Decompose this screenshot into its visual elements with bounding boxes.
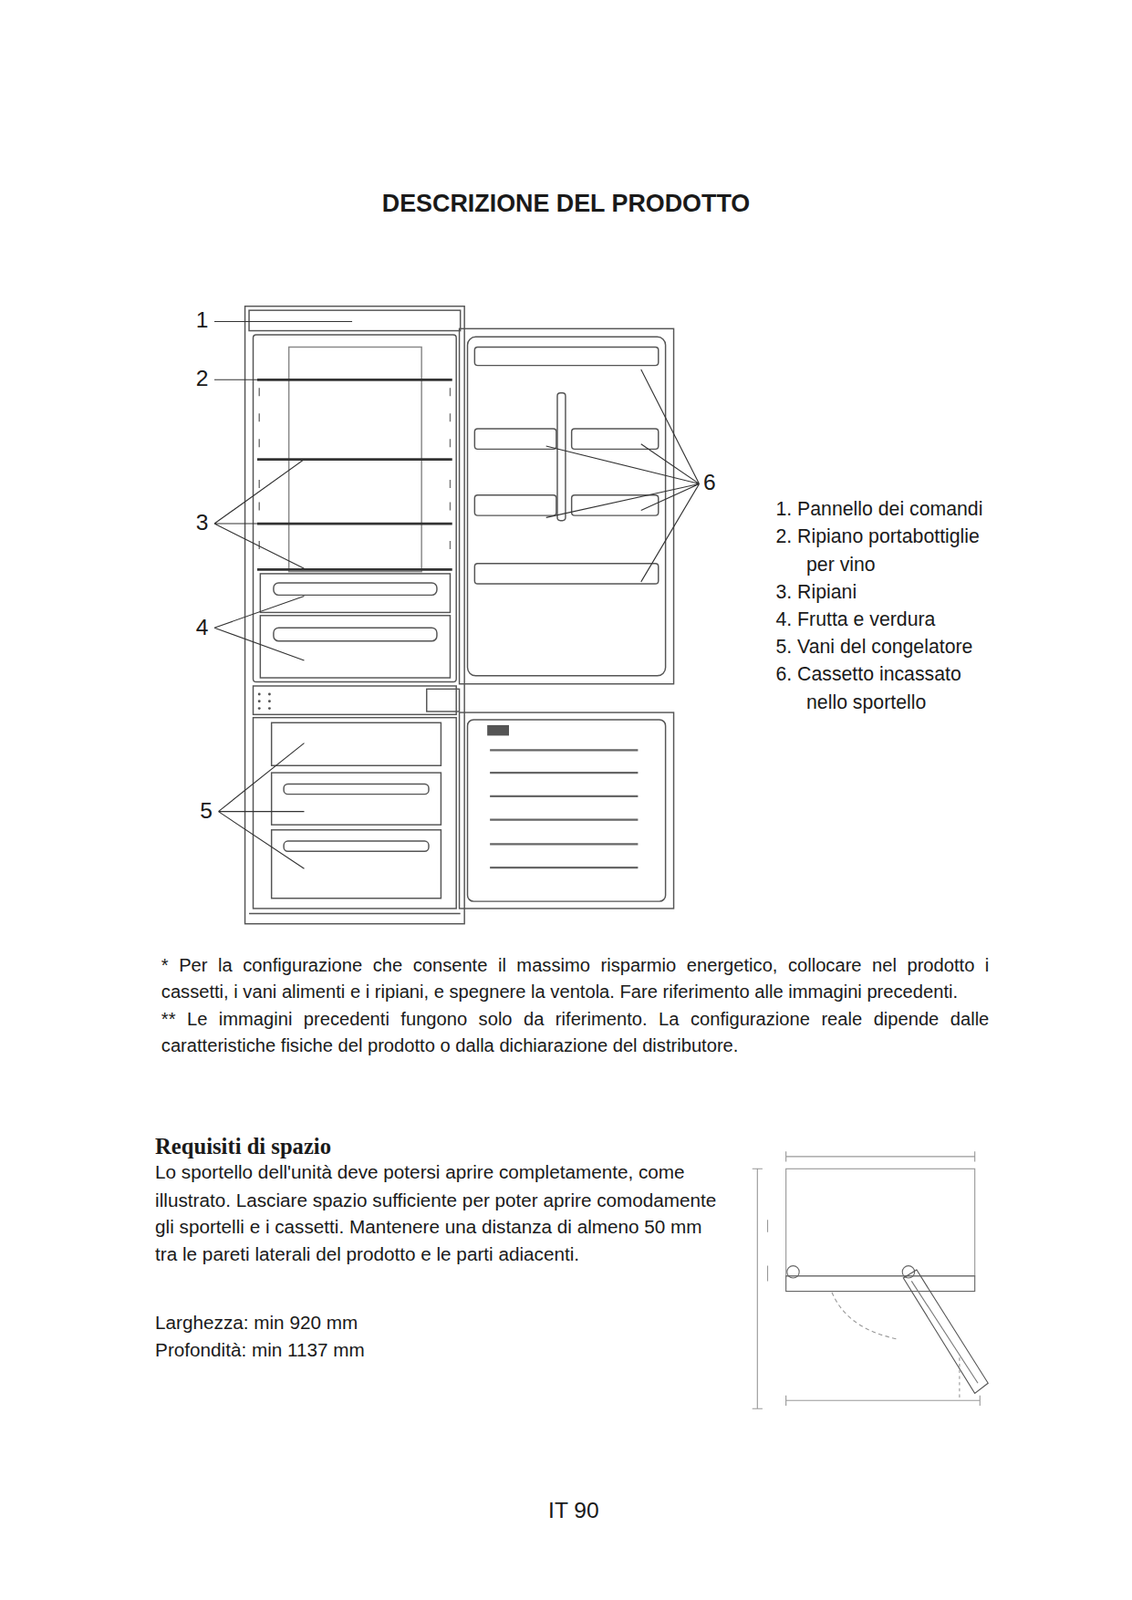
fridge-compartment <box>253 334 457 682</box>
drawer-handle <box>273 627 437 642</box>
dot <box>258 692 261 696</box>
door-liner <box>467 719 666 902</box>
page-title: DESCRIZIONE DEL PRODOTTO <box>0 188 1132 218</box>
callout-number: 3 <box>196 510 209 536</box>
dot <box>258 706 261 710</box>
crisper-drawer <box>259 573 450 613</box>
divider-dots <box>258 692 271 710</box>
leader-line <box>546 369 700 582</box>
drawer-handle <box>283 841 429 852</box>
bottle-holder <box>557 393 566 521</box>
door-liner <box>467 336 666 676</box>
callout-number: 4 <box>196 615 209 641</box>
freezer-drawer <box>271 772 442 825</box>
footnote: * Per la configurazione che consente il … <box>161 952 990 1006</box>
crisper-drawer <box>259 615 450 678</box>
part-name: 1. Pannello dei comandi <box>775 495 985 523</box>
leader-lines <box>214 321 700 869</box>
part-name: 4. Frutta e verdura <box>775 605 985 634</box>
callout-number: 2 <box>196 366 209 392</box>
leader-line <box>218 743 304 870</box>
hinge-block <box>426 688 460 712</box>
dot <box>268 692 271 696</box>
leader-line <box>214 596 304 661</box>
space-requirements: Requisiti di spazioLo sportello dell'uni… <box>155 1132 727 1364</box>
dashed-guide <box>958 1357 960 1401</box>
footnote: ** Le immagini precedenti fungono solo d… <box>161 1005 990 1059</box>
parts-list: 1. Pannello dei comandi2. Ripiano portab… <box>775 495 985 717</box>
part-name: 3. Ripiani <box>775 577 985 605</box>
leader-line <box>214 321 353 322</box>
dot <box>268 699 271 703</box>
cabinet-plan <box>786 1168 976 1276</box>
shelf-supports <box>259 387 450 550</box>
dimension-line <box>752 1168 769 1409</box>
dimension-line <box>786 1151 976 1162</box>
notes: * Per la configurazione che consente il … <box>161 952 990 1059</box>
freezer-compartment <box>253 717 457 909</box>
shelves <box>257 379 453 570</box>
leader-line <box>214 459 304 570</box>
plan-drawing <box>752 1151 988 1409</box>
fridge-door <box>459 328 675 684</box>
part-name: 6. Cassetto incassato nello sportello <box>775 660 985 716</box>
leader-line <box>214 379 307 381</box>
door-plan <box>786 1276 976 1292</box>
freezer-drawer <box>271 722 442 766</box>
page-number: IT 90 <box>471 1497 676 1525</box>
swing-arc <box>831 1292 899 1340</box>
dot <box>258 699 261 703</box>
callout-number: 5 <box>199 799 213 824</box>
control-panel <box>249 310 461 331</box>
door-inner <box>911 1280 978 1383</box>
drawer-handle <box>273 582 437 595</box>
divider <box>253 685 457 715</box>
dimension-line <box>786 1395 981 1406</box>
door-bin <box>474 346 658 365</box>
freezer-door <box>459 712 675 909</box>
door-bin <box>474 428 557 449</box>
callout-number: 1 <box>196 308 209 333</box>
door-ribs <box>489 749 638 868</box>
hinge <box>787 1266 800 1278</box>
part-name: 5. Vani del congelatore <box>775 633 985 661</box>
door-bin <box>474 563 658 584</box>
door-bin <box>571 428 659 449</box>
open-door <box>903 1269 988 1393</box>
shelf <box>257 457 453 461</box>
body-text: Lo sportello dell'unità deve potersi apr… <box>155 1159 727 1268</box>
shelf <box>257 568 453 572</box>
callout-number: 6 <box>703 470 717 496</box>
section-heading: Requisiti di spazio <box>155 1132 727 1160</box>
part-name: 2. Ripiano portabottiglie per vino <box>775 522 985 578</box>
dot <box>268 706 271 710</box>
door-bins <box>474 346 658 584</box>
door-bin <box>474 495 557 516</box>
cabinet-outline <box>245 306 466 925</box>
support-notches <box>259 387 450 550</box>
door-bin <box>571 495 659 516</box>
base-line <box>249 913 461 914</box>
drawer-handle <box>283 783 429 794</box>
dimension-text: Larghezza: min 920 mm <box>155 1308 727 1337</box>
dimension-text: Profondità: min 1137 mm <box>155 1336 727 1364</box>
label-icon <box>488 726 509 736</box>
